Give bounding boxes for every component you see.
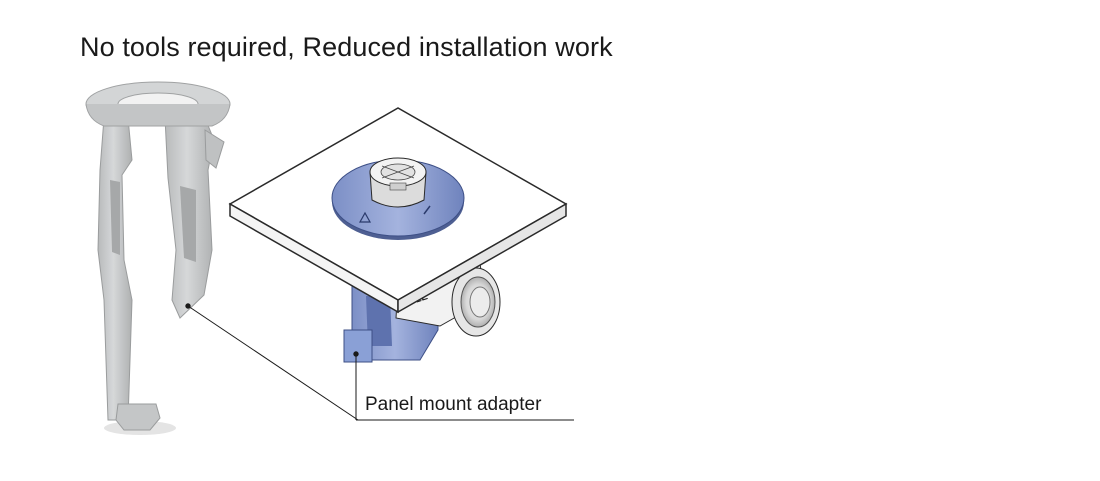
panel-mount-adapter-label: Panel mount adapter: [365, 394, 542, 415]
selector-bezel: [331, 157, 465, 240]
page-title: No tools required, Reduced installation …: [80, 32, 613, 62]
triangle-mark-icon: [358, 211, 372, 223]
panel-mount-adapter: [85, 81, 231, 435]
callout-leader-lines: [185, 303, 574, 421]
